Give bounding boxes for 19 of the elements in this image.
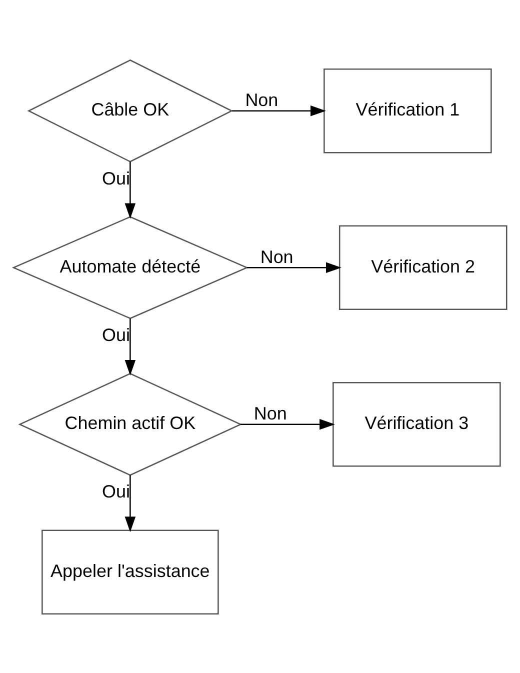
arrow — [240, 418, 335, 430]
node-box: Vérification 1 — [324, 68, 492, 153]
arrow — [124, 474, 136, 532]
edge-label: Non — [260, 246, 294, 266]
node-box: Appeler l'assistance — [42, 529, 219, 614]
node-diamond: Câble OK — [27, 58, 234, 162]
node-diamond: Chemin actif OK — [18, 372, 242, 476]
arrow — [124, 161, 136, 218]
node-diamond: Automate détecté — [12, 216, 248, 319]
edge-label: Oui — [102, 168, 130, 188]
arrow — [246, 262, 342, 273]
arrow — [124, 318, 136, 375]
edge-label: Non — [254, 402, 287, 423]
arrow — [232, 104, 326, 116]
node-box: Vérification 2 — [338, 224, 508, 310]
node-box: Vérification 3 — [332, 381, 501, 466]
edge-label: Oui — [102, 481, 130, 502]
edge-label: Non — [245, 90, 278, 110]
edge-label: Oui — [102, 324, 130, 345]
